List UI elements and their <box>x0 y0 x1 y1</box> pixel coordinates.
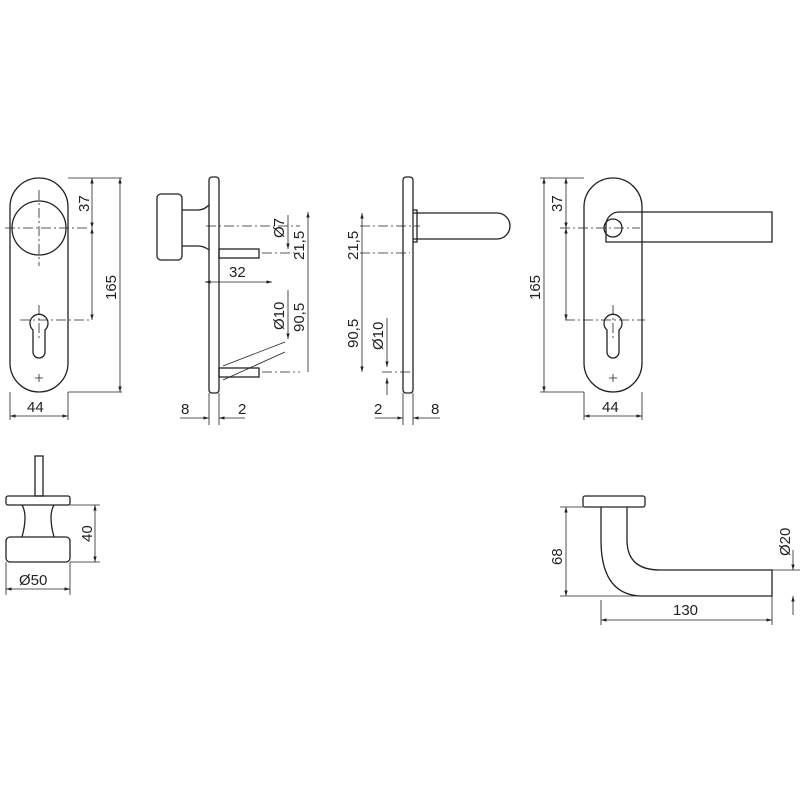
dim-height: 68 <box>549 548 566 565</box>
dim-pin-diameter: Ø7 <box>271 218 288 238</box>
dim-plate-thickness: 8 <box>431 401 439 418</box>
lever-front-view: 37 165 44 <box>527 177 773 420</box>
dim-gap: 2 <box>374 401 382 418</box>
dim-gap: 2 <box>238 401 246 418</box>
dim-height: 40 <box>79 525 96 542</box>
dim-pin-length: 32 <box>229 264 246 281</box>
dim-diameter: Ø20 <box>777 528 794 556</box>
dim-bolt-diameter: Ø10 <box>271 302 288 330</box>
dim-rose-offset: 37 <box>76 195 93 212</box>
lever-top-view: 68 130 Ø20 <box>549 495 800 625</box>
dim-bolt-diameter: Ø10 <box>370 322 387 350</box>
dim-height: 165 <box>527 275 544 300</box>
knob-side-view: 32 Ø7 21,5 Ø10 90,5 8 2 <box>156 176 310 425</box>
dim-bolt-distance: 90,5 <box>345 319 362 348</box>
dim-pin-offset: 21,5 <box>291 231 308 260</box>
dim-width: 44 <box>27 399 44 416</box>
lever-side-view: 21,5 90,5 Ø10 2 8 <box>345 176 511 425</box>
dim-rose-offset: 37 <box>549 195 566 212</box>
dim-length: 130 <box>673 602 698 619</box>
knob-top-view: 40 Ø50 <box>5 455 100 595</box>
dim-height: 165 <box>103 275 120 300</box>
dim-bolt-distance: 90,5 <box>291 303 308 332</box>
knob-front-view: 44 37 165 <box>5 177 122 420</box>
dim-width: 44 <box>602 399 619 416</box>
dim-pin-offset: 21,5 <box>345 231 362 260</box>
dim-diameter: Ø50 <box>19 572 47 589</box>
dim-plate-thickness: 8 <box>181 401 189 418</box>
